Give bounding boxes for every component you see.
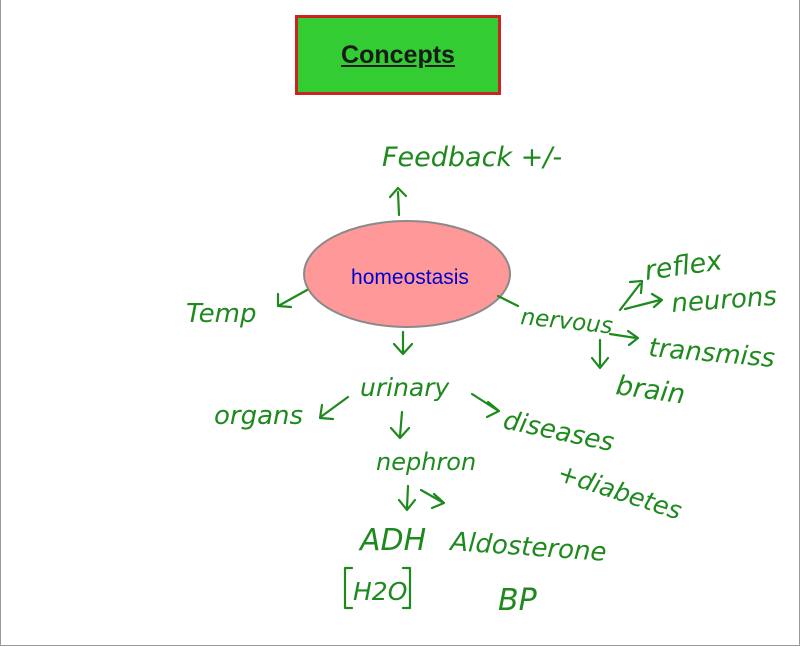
node-diabetes: +diabetes — [554, 458, 685, 525]
arrow-to-brain — [590, 338, 610, 370]
node-transmission: transmiss — [647, 333, 776, 374]
node-bp: BP — [498, 583, 538, 618]
page-title: Concepts — [341, 40, 455, 69]
arrow-to-diseases — [470, 392, 501, 419]
h2o-brackets — [343, 566, 412, 610]
arrow-to-organs — [318, 395, 350, 421]
node-organs: organs — [214, 401, 303, 431]
node-nephron: nephron — [376, 448, 476, 476]
arrow-to-temp — [276, 288, 309, 309]
node-reflex: reflex — [643, 245, 725, 287]
arrow-to-neurons — [623, 292, 664, 311]
arrow-to-aldosterone — [419, 488, 446, 510]
arrow-to-nervous — [496, 294, 520, 308]
node-feedback: Feedback +/- — [382, 142, 562, 173]
arrow-to-adh — [397, 484, 417, 512]
node-h2o: H2O — [353, 577, 407, 606]
node-nervous: nervous — [519, 304, 614, 340]
arrow-to-urinary — [392, 330, 414, 356]
title-box: Concepts — [295, 15, 501, 95]
arrow-to-transmission — [608, 329, 640, 347]
node-temp: Temp — [186, 299, 257, 329]
node-brain: brain — [614, 370, 687, 410]
node-diseases: diseases — [501, 406, 617, 459]
center-node — [303, 220, 511, 328]
arrow-to-reflex — [618, 279, 644, 312]
node-aldosterone: Aldosterone — [448, 527, 608, 568]
node-neurons: neurons — [670, 282, 777, 319]
node-urinary: urinary — [360, 373, 451, 402]
center-label: homeostasis — [351, 266, 469, 289]
arrow-to-feedback — [388, 186, 408, 217]
node-adh: ADH — [358, 523, 426, 558]
arrow-to-nephron — [389, 410, 411, 440]
